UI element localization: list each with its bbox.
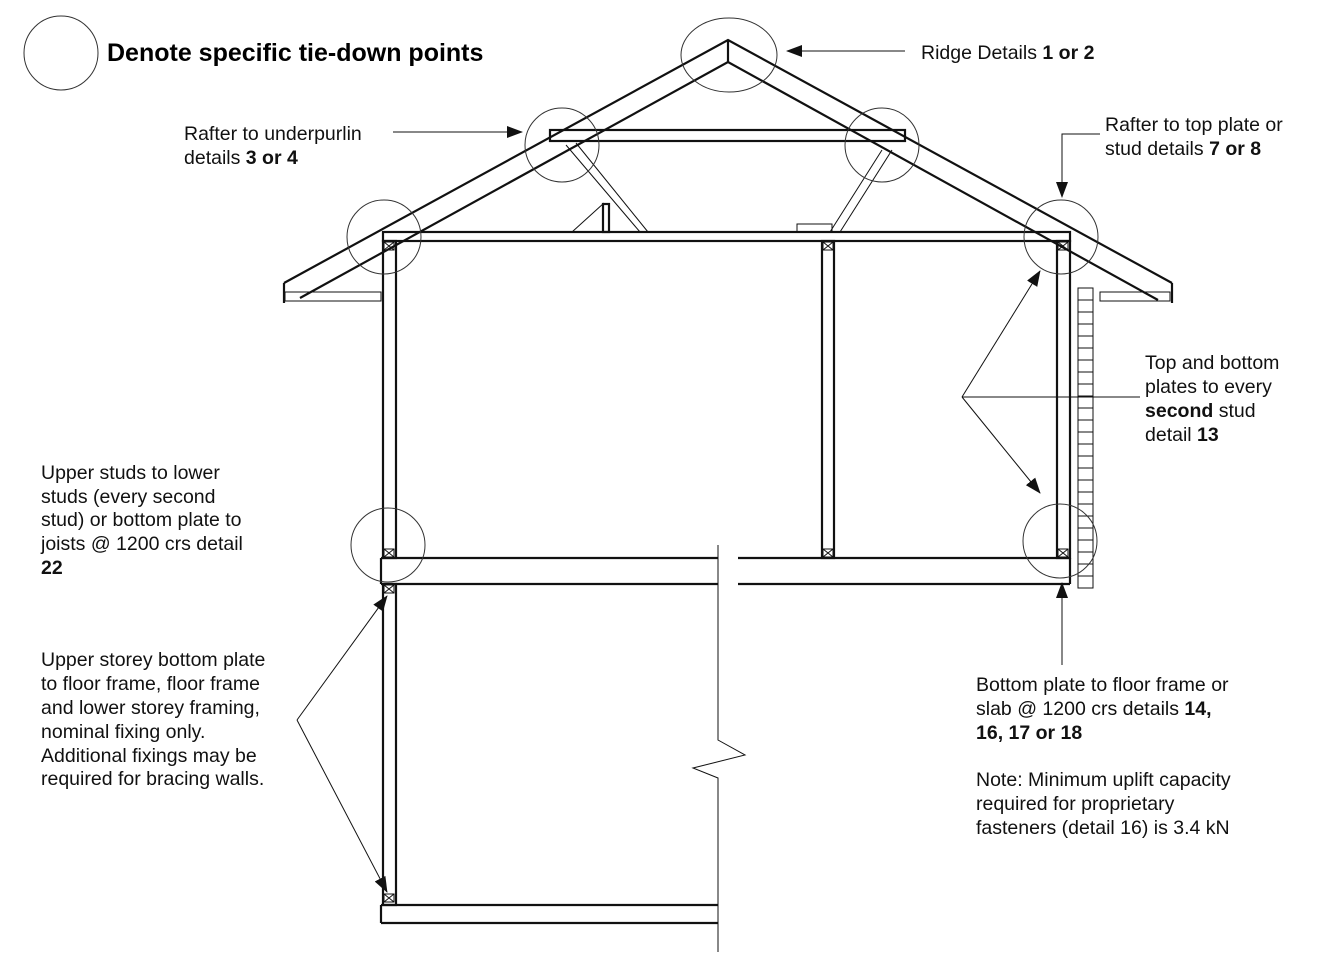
legend-circle-icon: [23, 15, 99, 91]
block-icon: [822, 241, 834, 251]
brick: [1077, 347, 1094, 361]
brick: [1077, 515, 1094, 529]
label-bottom-plate: Bottom plate to floor frame or slab @ 12…: [976, 674, 1234, 744]
label-note: Note: Minimum uplift capacity required f…: [976, 769, 1236, 839]
label-underpurlin: Rafter to underpurlin details 3 or 4: [184, 123, 367, 169]
block-icon: [383, 548, 395, 558]
brick: [1077, 371, 1094, 385]
brick: [1077, 539, 1094, 553]
brick-cladding: [1077, 287, 1094, 589]
brick: [1077, 323, 1094, 337]
brick: [1077, 527, 1094, 541]
tie-down-eave-left: [346, 199, 422, 275]
label-upper-studs: Upper studs to lower studs (every second…: [40, 462, 248, 579]
brick: [1077, 407, 1094, 421]
brick: [1077, 491, 1094, 505]
wall-framing: [379, 239, 1094, 952]
brick: [1077, 383, 1094, 397]
block-icon: [822, 548, 834, 558]
legend-text: Denote specific tie-down points: [107, 39, 483, 67]
brick: [1077, 563, 1094, 577]
brick: [1077, 287, 1094, 301]
label-ridge-details: Ridge Details 1 or 2: [921, 42, 1095, 64]
brick: [1077, 311, 1094, 325]
block-icon: [1057, 241, 1069, 251]
label-top-bottom-plates: Top and bottom plates to every second st…: [1145, 352, 1285, 446]
block-icon: [383, 893, 395, 903]
tie-down-upper-stud-left: [350, 507, 426, 583]
brick: [1077, 299, 1094, 313]
tie-down-eave-right: [1023, 199, 1099, 275]
brick: [1077, 443, 1094, 457]
brick: [1077, 419, 1094, 433]
brick: [1077, 431, 1094, 445]
brick: [1077, 575, 1094, 589]
brick: [1077, 395, 1094, 409]
roof-framing: [282, 38, 1174, 303]
brick: [1077, 455, 1094, 469]
label-rafter-top-plate: Rafter to top plate or stud details 7 or…: [1105, 114, 1288, 160]
tie-down-ridge: [680, 17, 778, 93]
label-upper-storey: Upper storey bottom plate to floor frame…: [41, 649, 271, 790]
block-icon: [1057, 548, 1069, 558]
block-icon: [383, 584, 395, 594]
block-icon: [383, 241, 395, 251]
brick: [1077, 479, 1094, 493]
tie-down-underpurlin-right: [844, 107, 920, 183]
brick: [1077, 467, 1094, 481]
brick: [1077, 335, 1094, 349]
tie-down-bottom-plate-right: [1022, 503, 1098, 579]
leader-arrows: [296, 45, 1140, 893]
tie-down-underpurlin-left: [524, 107, 600, 183]
brick: [1077, 359, 1094, 373]
